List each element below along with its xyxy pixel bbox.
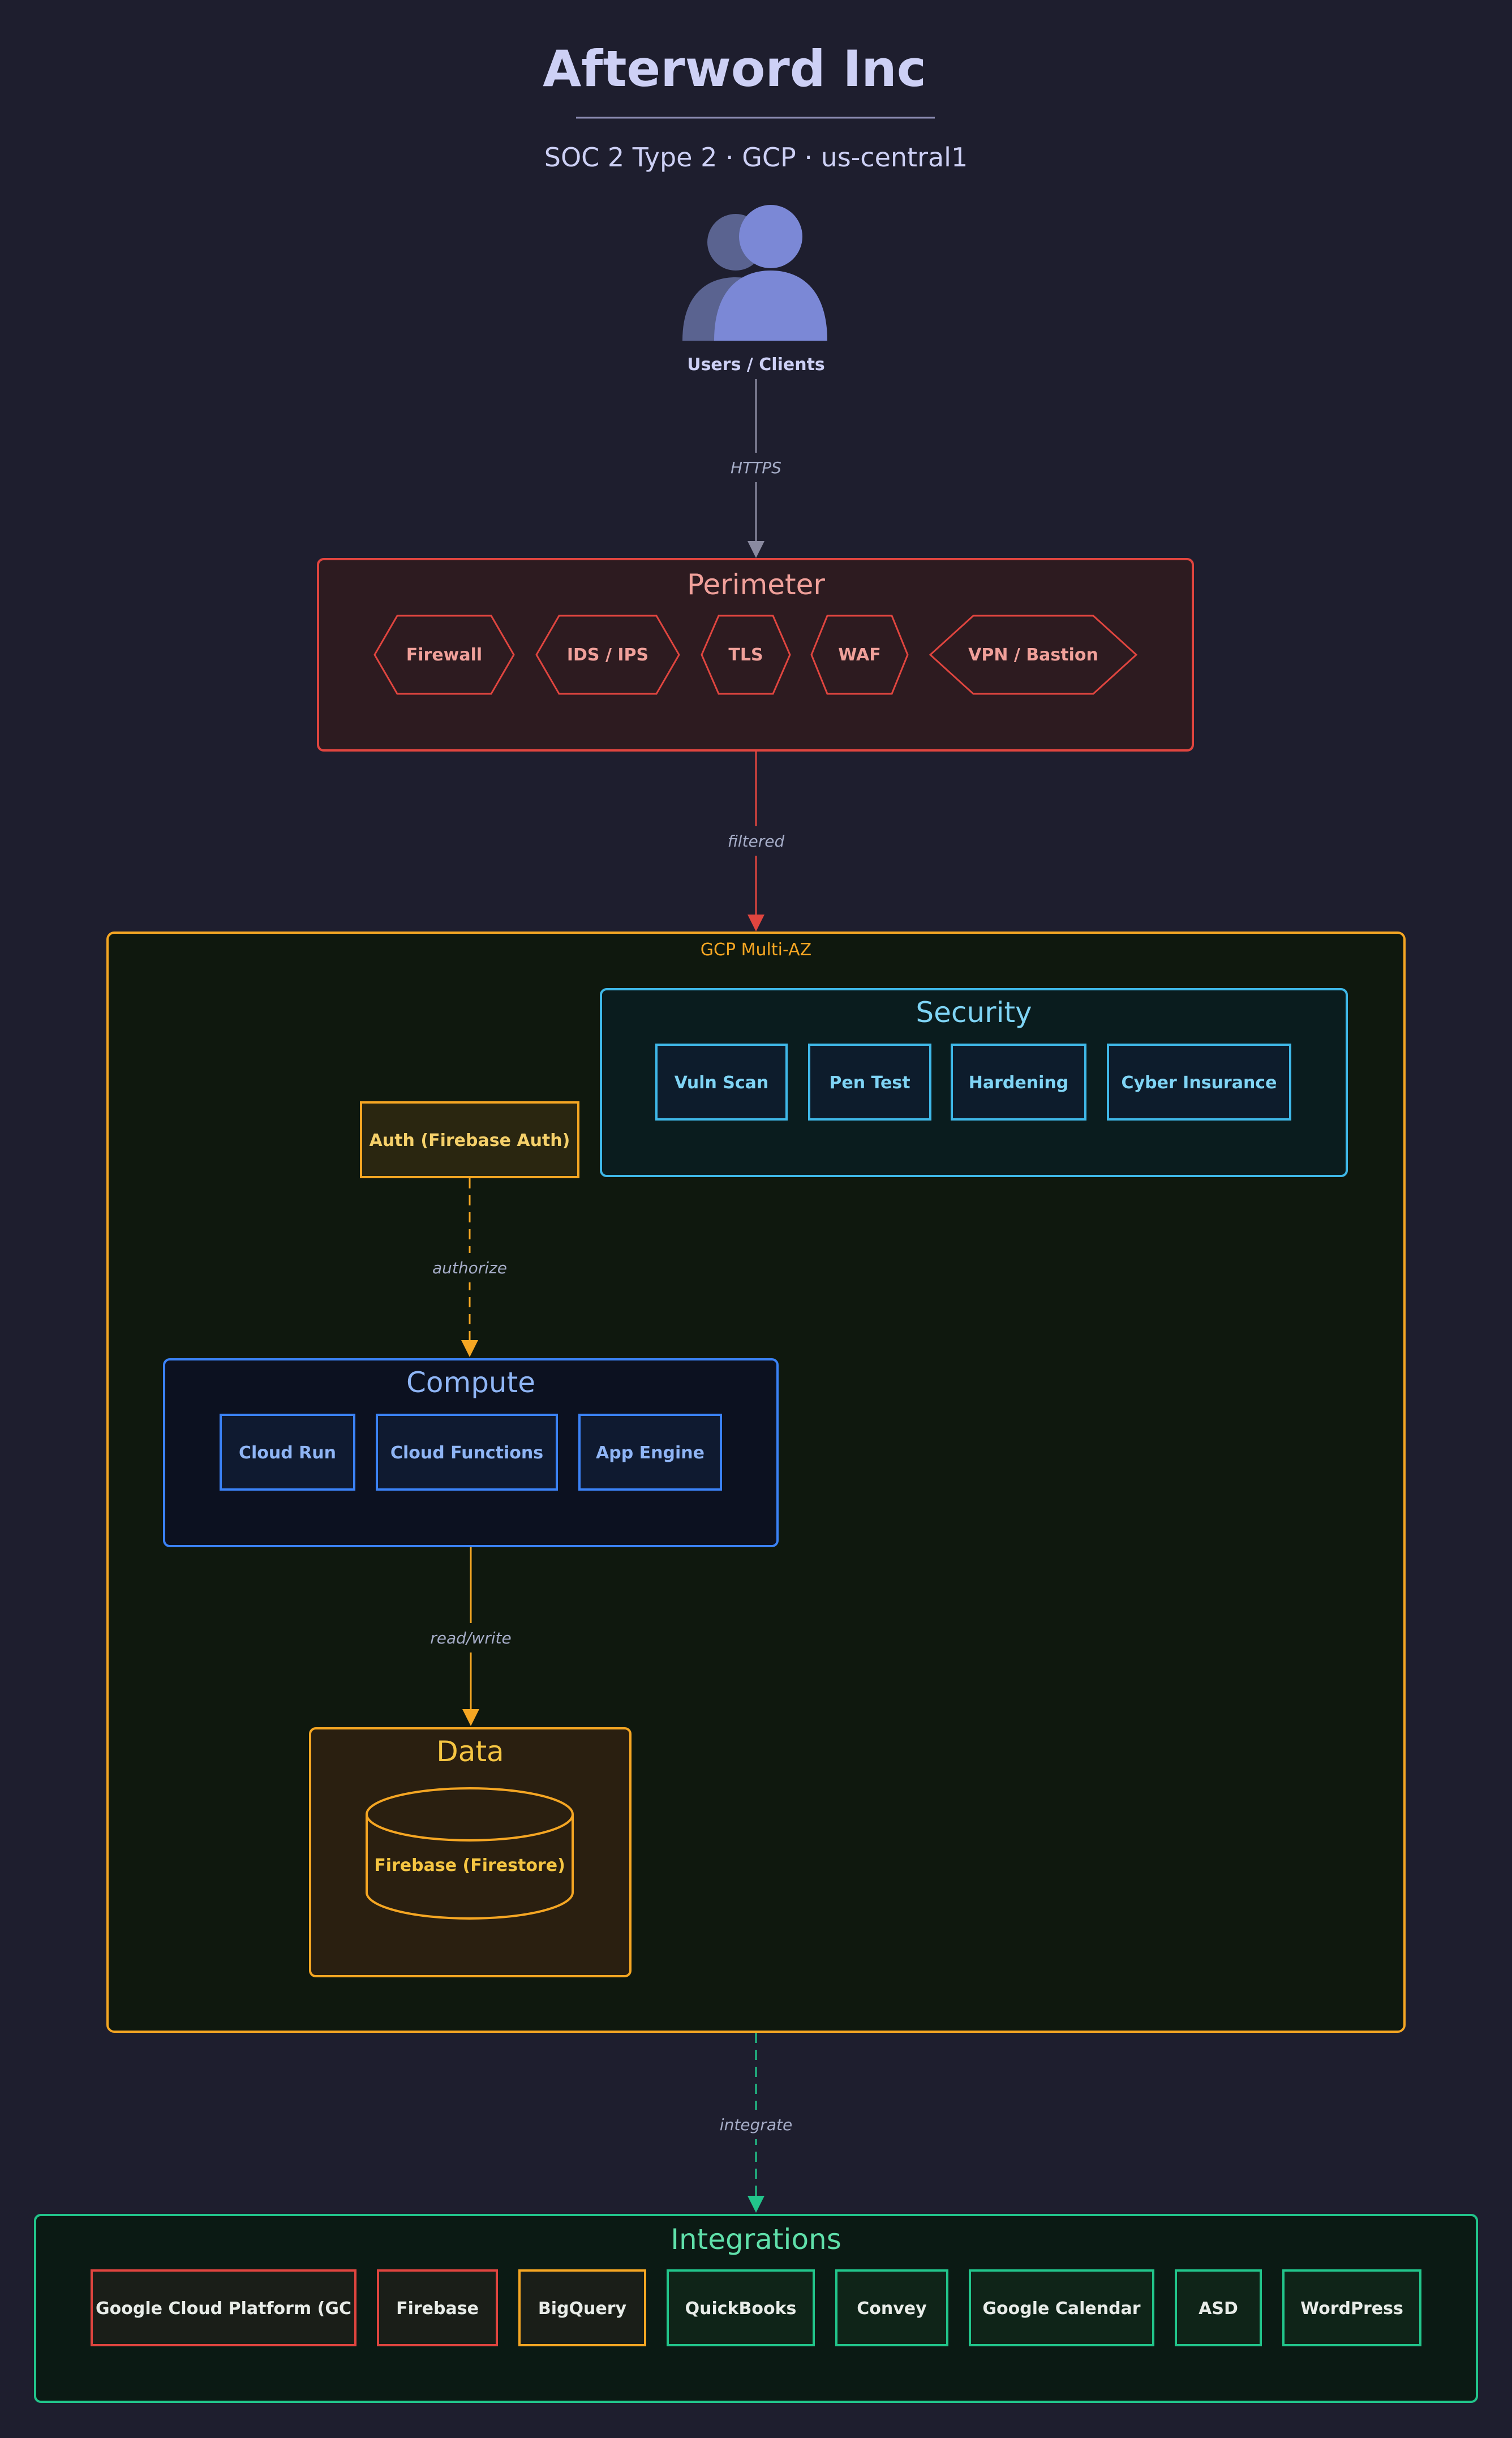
google-calendar-label: Google Calendar xyxy=(982,2299,1140,2319)
security-hardening[interactable]: Hardening xyxy=(951,1044,1086,1121)
cyber-insurance-label: Cyber Insurance xyxy=(1122,1073,1277,1093)
cyber-insurance-box xyxy=(1107,1044,1291,1121)
firewall-shape xyxy=(373,615,515,695)
page-subtitle: SOC 2 Type 2 · GCP · us-central1 xyxy=(544,142,968,173)
page-title: Afterword Inc xyxy=(543,40,926,98)
firewall-label: Firewall xyxy=(406,645,482,665)
users-icon xyxy=(682,205,827,341)
security-title: Security xyxy=(916,996,1032,1029)
gcp-multi-az-title: GCP Multi-AZ xyxy=(701,940,811,960)
edge-label-read-write: read/write xyxy=(430,1629,512,1647)
convey-box xyxy=(835,2269,948,2346)
firebase-box xyxy=(377,2269,498,2346)
compute-app-engine[interactable]: App Engine xyxy=(578,1414,722,1491)
hardening-box xyxy=(951,1044,1086,1121)
quickbooks-box xyxy=(667,2269,815,2346)
pen-test-box xyxy=(808,1044,931,1121)
vpn-bastion-label: VPN / Bastion xyxy=(968,645,1098,665)
perimeter-waf[interactable]: WAF xyxy=(810,615,909,695)
tls-label: TLS xyxy=(728,645,763,665)
edge-label-bg xyxy=(714,2110,798,2139)
convey-label: Convey xyxy=(857,2299,927,2319)
integration-convey[interactable]: Convey xyxy=(835,2269,948,2346)
perimeter-ids-ips[interactable]: IDS / IPS xyxy=(535,615,680,695)
vuln-scan-label: Vuln Scan xyxy=(675,1073,769,1093)
quickbooks-label: QuickBooks xyxy=(685,2299,797,2319)
hardening-label: Hardening xyxy=(969,1073,1068,1093)
compute-cloud-run[interactable]: Cloud Run xyxy=(220,1414,355,1491)
vpn-bastion-shape xyxy=(929,615,1138,695)
integrations-title: Integrations xyxy=(671,2223,841,2256)
vuln-scan-box xyxy=(655,1044,788,1121)
waf-label: WAF xyxy=(838,645,880,665)
bigquery-box xyxy=(518,2269,646,2346)
auth-node[interactable]: Auth (Firebase Auth) xyxy=(360,1101,579,1178)
perimeter-title: Perimeter xyxy=(687,568,825,601)
security-cyber-insurance[interactable]: Cyber Insurance xyxy=(1107,1044,1291,1121)
gcp-label: Google Cloud Platform (GC xyxy=(96,2299,351,2319)
users-label: Users / Clients xyxy=(687,355,825,375)
auth-box xyxy=(360,1101,579,1178)
security-vuln-scan[interactable]: Vuln Scan xyxy=(655,1044,788,1121)
security-pen-test[interactable]: Pen Test xyxy=(808,1044,931,1121)
integration-asd[interactable]: ASD xyxy=(1175,2269,1262,2346)
integration-wordpress[interactable]: WordPress xyxy=(1282,2269,1421,2346)
edge-label-https: HTTPS xyxy=(731,458,781,477)
perimeter-tls[interactable]: TLS xyxy=(701,615,791,695)
gcp-box xyxy=(91,2269,356,2346)
asd-box xyxy=(1175,2269,1262,2346)
google-calendar-box xyxy=(969,2269,1154,2346)
edge-label-bg xyxy=(428,1253,512,1282)
integration-quickbooks[interactable]: QuickBooks xyxy=(667,2269,815,2346)
data-title: Data xyxy=(436,1735,504,1768)
bigquery-label: BigQuery xyxy=(538,2299,627,2319)
ids-ips-label: IDS / IPS xyxy=(567,645,648,665)
perimeter-firewall[interactable]: Firewall xyxy=(373,615,515,695)
edge-label-integrate: integrate xyxy=(720,2115,792,2134)
edge-label-filtered: filtered xyxy=(728,832,785,851)
wordpress-box xyxy=(1282,2269,1421,2346)
database-icon xyxy=(366,1814,574,1920)
pen-test-label: Pen Test xyxy=(829,1073,910,1093)
integration-google-calendar[interactable]: Google Calendar xyxy=(969,2269,1154,2346)
database-top xyxy=(366,1787,574,1842)
ids-ips-shape xyxy=(535,615,680,695)
integration-firebase[interactable]: Firebase xyxy=(377,2269,498,2346)
integration-google-cloud-platform[interactable]: Google Cloud Platform (GC xyxy=(91,2269,356,2346)
app-engine-label: App Engine xyxy=(596,1443,705,1463)
cloud-functions-label: Cloud Functions xyxy=(390,1443,543,1463)
integration-bigquery[interactable]: BigQuery xyxy=(518,2269,646,2346)
firestore-database[interactable]: Firebase (Firestore) xyxy=(366,1787,574,1920)
compute-cloud-functions[interactable]: Cloud Functions xyxy=(376,1414,558,1491)
cloud-run-label: Cloud Run xyxy=(239,1443,336,1463)
perimeter-vpn-bastion[interactable]: VPN / Bastion xyxy=(929,615,1138,695)
app-engine-box xyxy=(578,1414,722,1491)
asd-label: ASD xyxy=(1199,2299,1238,2319)
wordpress-label: WordPress xyxy=(1300,2299,1403,2319)
firestore-label: Firebase (Firestore) xyxy=(374,1856,565,1875)
firebase-label: Firebase xyxy=(396,2299,479,2319)
cloud-functions-box xyxy=(376,1414,558,1491)
waf-shape xyxy=(810,615,909,695)
tls-shape xyxy=(701,615,791,695)
edge-label-bg xyxy=(427,1623,515,1652)
cloud-run-box xyxy=(220,1414,355,1491)
auth-label: Auth (Firebase Auth) xyxy=(370,1131,570,1151)
compute-title: Compute xyxy=(406,1366,535,1399)
edge-label-bg xyxy=(719,826,793,856)
edge-label-authorize: authorize xyxy=(432,1259,507,1277)
edge-label-bg xyxy=(723,453,789,482)
